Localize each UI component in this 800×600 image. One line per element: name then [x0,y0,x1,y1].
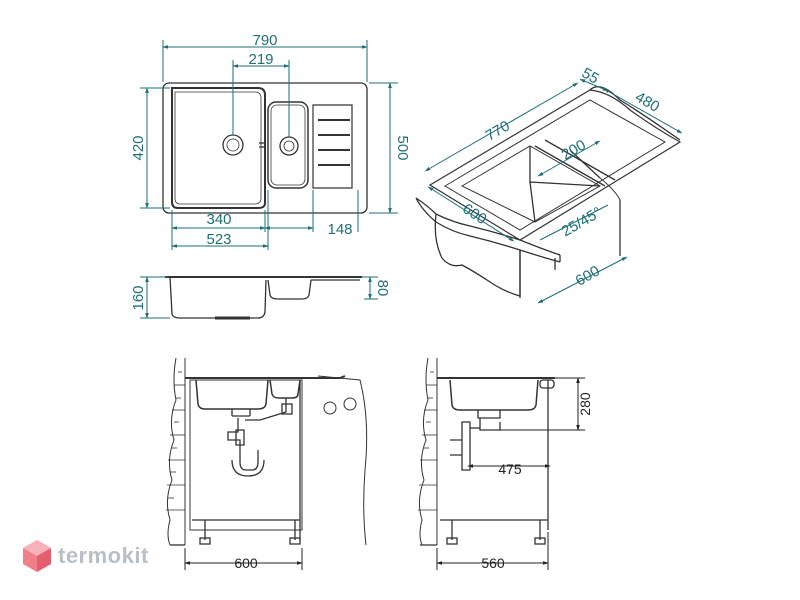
dim-front-cabinet-width: 600 [234,555,258,571]
side-siphon [461,421,471,471]
side-section [418,357,555,546]
dim-overall-width: 790 [252,32,277,49]
front-small-bowl [269,379,301,399]
dim-perspective-cabinet-width: 600 [573,262,603,289]
main-bowl-inner [174,91,262,205]
brand-name: termokit [58,543,149,568]
small-bowl [267,101,309,189]
dim-perspective-inner: 200 [559,136,589,163]
dim-bowl-depth: 160 [130,285,147,310]
dim-perspective-length: 770 [483,117,513,144]
small-bowl-inner [270,104,306,186]
top-view [162,82,368,214]
front-valve-icon-2 [343,397,357,411]
top-view-dimensions [140,40,398,250]
front-siphon [227,418,259,471]
dim-depth-total: 500 [394,135,411,160]
front-section [166,357,368,546]
dim-perspective-width: 480 [632,88,662,115]
front-section-dimensions [184,548,303,570]
side-section-bowl [449,379,539,411]
main-bowl [171,87,266,209]
small-drain-icon [279,136,299,156]
front-valve-icon-1 [323,401,337,415]
perspective-dimensions [424,78,683,304]
dim-small-bowl-width: 148 [327,221,352,238]
dim-side-drain-offset: 475 [498,461,522,477]
dim-perspective-angle: 25/45° [559,204,605,240]
front-main-bowl [195,379,269,410]
brand-hexagon-icon [23,540,51,572]
dim-left-to-small-bowl: 523 [206,231,231,248]
dim-side-height: 280 [577,392,593,416]
dim-small-bowl-depth: 80 [374,280,391,297]
side-section-dimensions [436,377,585,570]
side-profile [165,276,362,320]
side-profile-dimensions [140,276,378,319]
drain-board [312,104,353,189]
dim-bowl-spacing: 219 [248,51,273,68]
dim-side-cabinet-depth: 560 [481,555,505,571]
dim-depth-bowl: 420 [130,135,147,160]
dim-main-bowl-width: 340 [206,211,231,228]
dim-perspective-rim: 55 [579,65,602,88]
main-drain-icon [222,134,244,156]
brand-logo: termokit [22,537,149,575]
perspective-view [415,86,682,298]
